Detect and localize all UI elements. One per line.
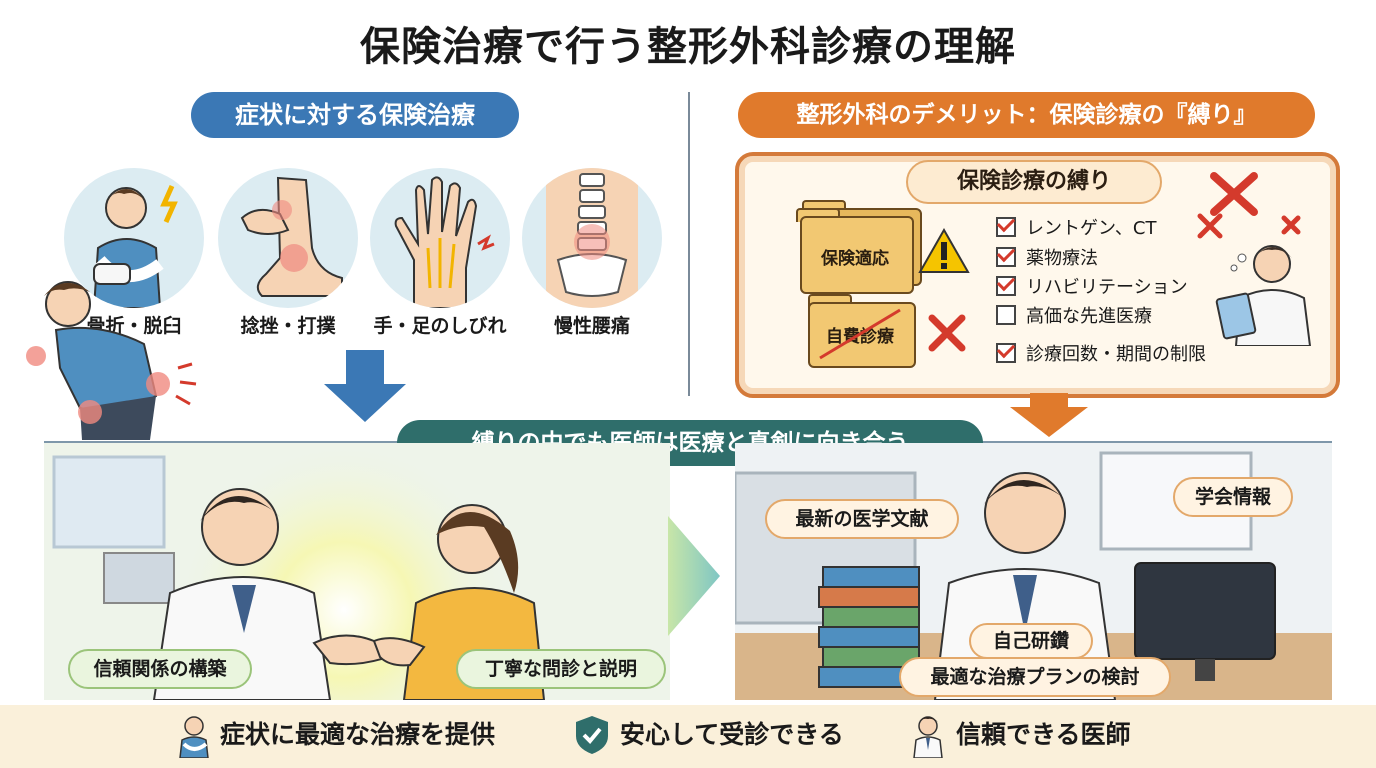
checklist-item: 高価な先進医療 [996, 302, 1152, 328]
frame-title: 保険診療の縛り [906, 160, 1162, 204]
chevron-right-icon [668, 516, 720, 636]
insurance-folder-label: 保険適応 [821, 249, 889, 269]
footer-item-trusted-doctor: 信頼できる医師 [956, 720, 1131, 749]
checkbox-empty-icon [996, 305, 1016, 325]
insurance-folder [800, 216, 914, 294]
footer-item-optimal-treatment: 症状に最適な治療を提供 [220, 720, 496, 749]
symptoms-heading: 症状に対する保険治療 [191, 92, 519, 138]
sprained-ankle-icon [218, 168, 358, 308]
spine-icon [522, 168, 662, 308]
doctor-study-scene: 最新の医学文献 学会情報 自己研鑽 最適な治療プランの検討 [735, 443, 1332, 700]
arrow-down-icon [1010, 393, 1088, 437]
arrow-down-icon [324, 350, 406, 422]
treatment-plan-tag: 最適な治療プランの検討 [899, 657, 1171, 697]
doctor-icon [913, 716, 943, 758]
self-pay-folder [808, 302, 916, 368]
cross-icon [928, 314, 966, 352]
hand-numbness-icon [370, 168, 510, 308]
page-title: 保険治療で行う整形外科診療の理解 [360, 24, 1016, 70]
back-pain-person-icon [26, 281, 197, 440]
trust-building-tag: 信頼関係の構築 [68, 649, 252, 689]
footer-bar [0, 705, 1376, 768]
checklist-item: 薬物療法 [996, 244, 1098, 270]
conference-info-tag: 学会情報 [1173, 477, 1293, 517]
doctor-patient-scene: 信頼関係の構築 丁寧な問診と説明 [44, 443, 670, 700]
symptom-label: 手・足のしびれ [373, 315, 507, 337]
injured-patient-icon [179, 716, 209, 758]
warning-icon [918, 228, 970, 273]
broken-arm-icon [64, 168, 204, 308]
doctor-clipboard-icon [1197, 172, 1312, 346]
latest-literature-tag: 最新の医学文献 [765, 499, 959, 539]
careful-consultation-tag: 丁寧な問診と説明 [456, 649, 666, 689]
checklist-item: レントゲン、CT [996, 214, 1156, 240]
checklist-item: リハビリテーション [996, 273, 1188, 299]
symptom-label: 慢性腰痛 [553, 315, 630, 337]
symptom-label: 捻挫・打撲 [240, 315, 336, 337]
shield-check-icon [576, 716, 608, 754]
self-study-tag: 自己研鑽 [969, 623, 1093, 659]
self-pay-folder-label: 自費診療 [826, 327, 894, 347]
checkbox-checked-icon [996, 217, 1016, 237]
checklist-item: 診療回数・期間の制限 [996, 340, 1206, 366]
demerit-heading: 整形外科のデメリット：保険診療の『縛り』 [738, 92, 1315, 138]
checkbox-checked-icon [996, 276, 1016, 296]
checkbox-checked-icon [996, 343, 1016, 363]
section-divider [688, 92, 690, 396]
checkbox-checked-icon [996, 247, 1016, 267]
footer-item-peace-of-mind: 安心して受診できる [620, 720, 844, 749]
